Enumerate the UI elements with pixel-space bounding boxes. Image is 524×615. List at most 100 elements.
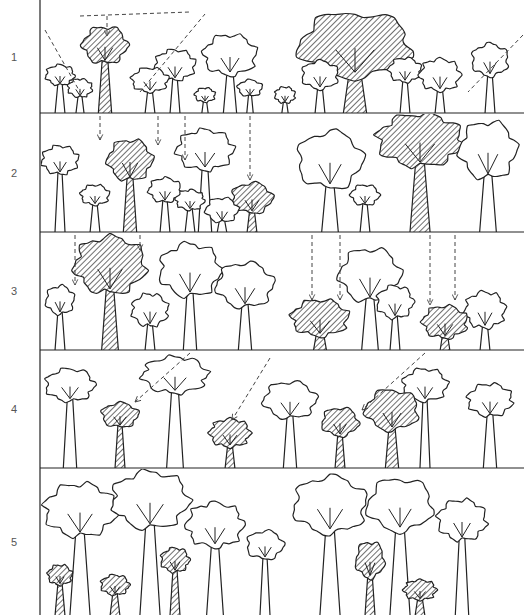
tree-branches (56, 576, 64, 584)
shaded-tree (402, 579, 437, 615)
tree-crown (302, 59, 338, 90)
light-arrow (455, 235, 456, 300)
tree-crown (131, 293, 169, 327)
light-arrow (158, 116, 159, 145)
tree-branches (246, 89, 254, 95)
tree (247, 529, 285, 615)
light-arrow (140, 235, 141, 250)
tree-branches (484, 62, 497, 74)
tree-branches (383, 412, 401, 427)
tree (130, 67, 169, 113)
tree-trunk (420, 393, 430, 468)
tree-crown (72, 233, 149, 293)
panel-number: 2 (4, 166, 24, 180)
light-arrow (100, 116, 101, 140)
shaded-tree (208, 417, 253, 468)
tree-branches (281, 402, 299, 416)
tree-branches (137, 503, 164, 524)
tree (297, 129, 365, 232)
tree-branches (170, 561, 180, 570)
shaded-tree (47, 564, 73, 615)
tree (131, 293, 169, 350)
tree-trunk (260, 552, 270, 615)
tree-branches (54, 161, 67, 172)
tree-crown (194, 88, 216, 103)
tree-crown (80, 184, 110, 206)
tree (293, 474, 367, 615)
tree-branches (76, 89, 84, 96)
tree-crown (322, 407, 360, 437)
tree-branches (235, 287, 255, 304)
tree-branches (168, 67, 182, 78)
tree-crown (215, 261, 275, 309)
tree-crown (208, 417, 253, 448)
tree-branches (98, 268, 123, 289)
tree-crown (100, 574, 130, 596)
tree-branches (389, 304, 402, 316)
tree (237, 79, 263, 113)
light-arrow (468, 35, 523, 92)
tree-branches (159, 191, 170, 200)
tree-crown (289, 299, 350, 338)
tree-branches (216, 211, 227, 220)
tree-crown (237, 79, 263, 96)
tree (41, 145, 79, 232)
panel-divider (40, 349, 524, 350)
tree-branches (319, 163, 341, 184)
light-arrows (45, 12, 523, 420)
tree-crown (457, 120, 519, 180)
tree-branches (310, 320, 330, 334)
tree (261, 381, 318, 468)
tree-crown (363, 390, 419, 432)
tree-crown (41, 145, 79, 175)
tree-branches (90, 196, 100, 204)
tree-trunk (63, 393, 77, 468)
tree (274, 87, 295, 113)
light-arrow (430, 235, 431, 305)
tree (159, 241, 223, 350)
tree (194, 88, 216, 113)
tree (457, 120, 519, 232)
tree (418, 57, 462, 113)
tree-branches (317, 508, 342, 529)
tree-crown (463, 290, 507, 329)
tree (42, 481, 119, 615)
tree-branches (185, 201, 195, 209)
tree-crown (175, 189, 205, 211)
tree-branches (314, 76, 327, 87)
shaded-tree (355, 542, 385, 615)
tree-crown (139, 355, 210, 395)
tree-crown (387, 57, 422, 83)
tree (45, 368, 97, 468)
tree (201, 34, 257, 113)
shaded-tree (160, 547, 190, 615)
tree-trunk (115, 421, 125, 468)
frame-line (39, 0, 40, 615)
tree (175, 189, 205, 232)
tree-branches (437, 324, 452, 336)
tree-crown (101, 401, 140, 426)
tree-branches (180, 273, 201, 293)
tree-branches (62, 387, 79, 399)
tree-crown (297, 129, 365, 189)
panel-number: 5 (4, 535, 24, 549)
tree-branches (360, 196, 370, 204)
tree-branches (223, 434, 237, 445)
shaded-tree (374, 114, 467, 232)
tree-crown (293, 474, 367, 536)
panel-number: 4 (4, 402, 24, 416)
tree (471, 42, 508, 113)
forest-panel (42, 469, 489, 615)
light-arrow (340, 235, 341, 300)
tree-branches (122, 162, 137, 177)
tree-branches (55, 301, 65, 312)
tree-branches (282, 96, 289, 102)
tree-branches (365, 562, 375, 576)
tree (435, 498, 488, 615)
tree (139, 355, 210, 468)
tree-branches (482, 402, 497, 414)
tree (466, 383, 514, 468)
tree-branches (405, 143, 434, 163)
